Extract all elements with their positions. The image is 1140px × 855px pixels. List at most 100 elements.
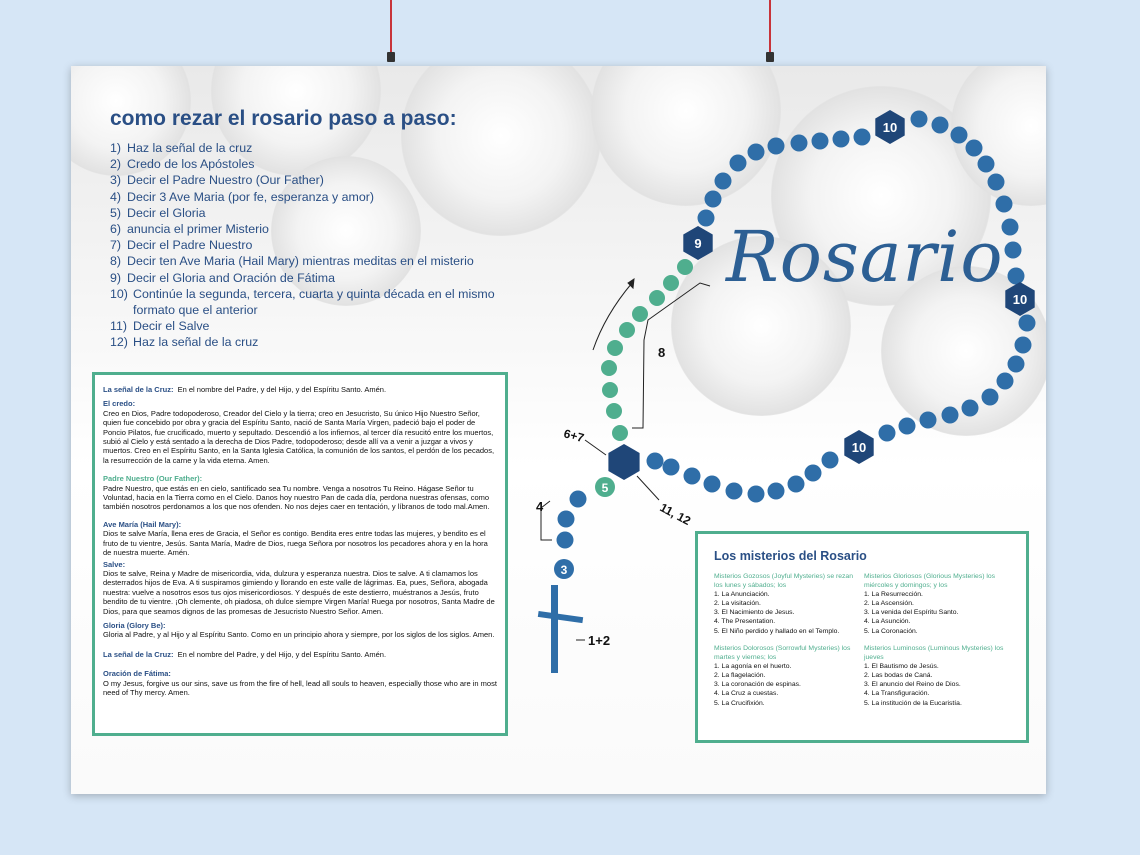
hail-mary-bead <box>996 372 1014 390</box>
mystery-item: 2. Las bodas de Caná. <box>864 672 933 680</box>
prayer-text: Padre Nuestro, que estás en en cielo, sa… <box>103 483 490 512</box>
hail-mary-bead <box>646 452 664 470</box>
hail-mary-bead <box>704 190 722 208</box>
step-text: Haz la señal de la cruz <box>133 335 259 350</box>
leader-6-7 <box>584 439 607 456</box>
mystery-item: 4. La Cruz a cuestas. <box>714 690 779 698</box>
binder-clip-right <box>766 52 774 62</box>
hail-mary-bead <box>714 172 732 190</box>
mystery-item: 3. La coronación de espinas. <box>714 681 801 689</box>
step-item: 1) Haz la señal de la cruz <box>110 140 540 156</box>
mystery-item: 5. El Niño perdido y hallado en el Templ… <box>714 627 840 635</box>
step-number: 7) <box>110 238 122 253</box>
prayer-title: El credo: <box>103 399 136 409</box>
glory-bead <box>595 477 615 497</box>
hail-mary-bead <box>729 154 747 172</box>
hail-mary-bead <box>556 531 574 549</box>
step-item: 12) Haz la señal de la cruz <box>110 334 540 350</box>
rose-decoration <box>401 66 601 236</box>
step-number: 10) <box>110 286 128 301</box>
prayer-text: Creo en Dios, Padre todopoderoso, Creado… <box>103 408 495 465</box>
hail-mary-bead <box>1001 218 1019 236</box>
hail-mary-bead <box>790 134 808 152</box>
prayer-text: Dios te salve, Reina y Madre de miserico… <box>103 568 495 616</box>
prayer-senal: La señal de la Cruz: En el nombre del Pa… <box>103 385 497 394</box>
mystery-item: 5. La institución de la Eucaristía. <box>864 699 962 707</box>
hail-mary-bead <box>1004 241 1022 259</box>
our-father-bead <box>844 430 874 464</box>
hail-mary-bead <box>557 510 575 528</box>
bead-label-3: 3 <box>561 563 568 577</box>
mystery-item: 1. El Bautismo de Jesús. <box>864 663 939 671</box>
step-text: Credo de los Apóstoles <box>127 157 255 172</box>
prayer-title: Ave María (Hail Mary): <box>103 519 182 529</box>
hail-mary-bead <box>787 475 805 493</box>
prayer-title: La señal de la Cruz: <box>103 385 174 394</box>
our-father-bead <box>1005 282 1035 316</box>
centerpiece-medal <box>608 444 640 480</box>
prayers-box: La señal de la Cruz: En el nombre del Pa… <box>92 372 508 736</box>
mystery-item: 4. The Presentation. <box>714 618 776 626</box>
step-number: 9) <box>110 270 122 285</box>
hail-mary-bead-green <box>612 425 628 441</box>
mystery-group-luminous: Misterios Luminosos (Luminous Mysteries)… <box>864 644 1009 708</box>
cross-horizontal <box>537 610 584 624</box>
hail-mary-bead-green <box>607 340 623 356</box>
hail-mary-bead-green <box>602 382 618 398</box>
hail-mary-bead <box>697 209 715 227</box>
mystery-item: 2. La flagelación. <box>714 672 766 680</box>
mystery-item: 3. El Nacimiento de Jesus. <box>714 609 795 617</box>
mystery-group-title: Misterios Gozosos (Joyful Mysteries) se … <box>714 573 853 590</box>
hail-mary-bead <box>965 139 983 157</box>
label-11-12: 11, 12 <box>658 500 694 528</box>
mysteries-title: Los misterios del Rosario <box>714 549 867 563</box>
rosario-script-title: Rosario <box>726 216 1004 298</box>
binder-clip-left <box>387 52 395 62</box>
hail-mary-bead <box>1018 314 1036 332</box>
bead-label-10: 10 <box>852 440 866 455</box>
prayer-credo: El credo:Creo en Dios, Padre todopoderos… <box>103 399 497 465</box>
step-text: Decir el Gloria <box>127 205 206 220</box>
mystery-item: 4. La Asunción. <box>864 618 911 626</box>
hail-mary-bead <box>569 490 587 508</box>
prayer-text: En el nombre del Padre, y del Hijo, y de… <box>177 385 387 394</box>
step-item: 2)Credo de los Apóstoles <box>110 156 540 172</box>
mystery-item: 5. La Coronación. <box>864 627 918 635</box>
step-text: Haz la señal de la cruz <box>127 141 253 155</box>
hail-mary-bead <box>767 137 785 155</box>
hail-mary-bead-green <box>677 259 693 275</box>
rose-decoration <box>671 236 851 416</box>
mystery-item: 3. La venida del Espíritu Santo. <box>864 609 959 617</box>
hail-mary-bead-green <box>606 403 622 419</box>
mystery-group-title: Misterios Gloriosos (Glorious Mysteries)… <box>864 573 996 590</box>
step-item: 11) Decir el Salve <box>110 318 540 334</box>
our-father-bead <box>683 226 713 260</box>
prayer-padre-nuestro: Padre Nuestro (Our Father):Padre Nuestro… <box>103 474 497 512</box>
hail-mary-bead <box>1007 267 1025 285</box>
prayer-text: Dios te salve María, llena eres de Graci… <box>103 529 488 558</box>
step-number: 12) <box>110 335 128 350</box>
step-text: Decir el Gloria and Oración de Fátima <box>127 270 335 285</box>
prayer-senal-final: La señal de la Cruz: En el nombre del Pa… <box>103 650 497 659</box>
step-text: Decir el Salve <box>133 319 210 334</box>
mysteries-box: Los misterios del Rosario Misterios Gozo… <box>695 531 1029 743</box>
mystery-group-title: Misterios Dolorosos (Sorrowful Mysteries… <box>714 645 851 662</box>
step-item: 3)Decir el Padre Nuestro (Our Father) <box>110 172 540 188</box>
hail-mary-bead <box>977 155 995 173</box>
step-text: Decir el Padre Nuestro (Our Father) <box>127 173 324 188</box>
rosary-poster: como rezar el rosario paso a paso: 1)Haz… <box>71 66 1046 794</box>
label-8: 8 <box>658 345 665 360</box>
hail-mary-bead-green <box>632 306 648 322</box>
mystery-item: 3. El anuncio del Reino de Dios. <box>864 681 961 689</box>
step-number: 5) <box>110 205 122 220</box>
step-text: anuncia el primer Misterio <box>127 222 269 237</box>
hail-mary-bead <box>898 417 916 435</box>
step-number: 1) <box>110 141 122 155</box>
bead-label-10: 10 <box>883 120 897 135</box>
prayer-ave-maria: Ave María (Hail Mary):Dios te salve Marí… <box>103 520 497 558</box>
hail-mary-bead <box>747 485 765 503</box>
step-number: 11) <box>110 319 127 334</box>
mystery-item: 1. La Resurrección. <box>864 591 923 599</box>
hail-mary-bead <box>725 482 743 500</box>
hail-mary-bead <box>950 126 968 144</box>
